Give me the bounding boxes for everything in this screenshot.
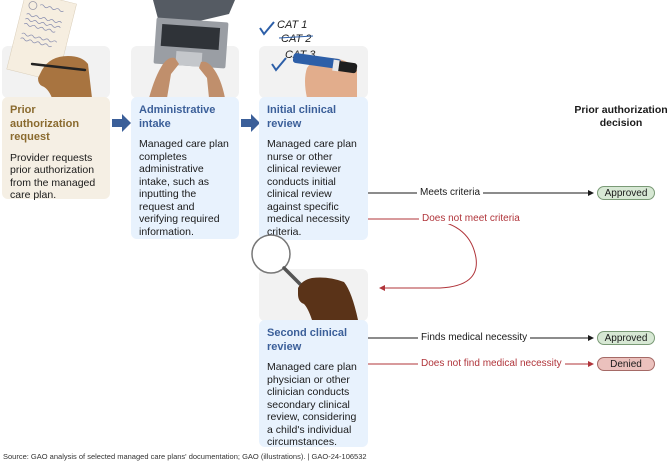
step-description: Managed care plan nurse or other clinica…	[267, 138, 357, 238]
step-description: Managed care plan physician or other cli…	[267, 361, 357, 448]
does-not-meet-criteria-label-start: Does not meet criteria	[419, 213, 523, 224]
step-title: Prior authorization request	[10, 104, 80, 143]
step-card-request: Prior authorization request Provider req…	[2, 97, 110, 202]
flow-arrow-icon	[241, 114, 260, 132]
outcome-approved-second: Approved	[597, 331, 655, 345]
meets-criteria-label: Meets criteria	[417, 187, 484, 198]
outcome-approved-initial: Approved	[597, 186, 655, 200]
hand-holding-magnifier-illustration	[251, 234, 358, 320]
does-not-meet-criteria-label: Does not meet criteria	[422, 213, 520, 224]
source-note: Source: GAO analysis of selected managed…	[3, 452, 367, 461]
does-not-find-necessity-label: Does not find medical necessity	[418, 358, 565, 369]
step-card-initial-review: Initial clinical review Managed care pla…	[259, 97, 368, 240]
hand-checking-list-illustration: CAT 1 CAT 2 CAT 3	[259, 19, 358, 98]
flow-arrow-icon	[112, 114, 131, 132]
hand-writing-document-illustration	[6, 0, 92, 98]
step-card-intake: Administrative intake Managed care plan …	[131, 97, 239, 239]
step-description: Provider requests prior authorization fr…	[10, 151, 96, 202]
step-title: Second clinical review	[267, 327, 348, 353]
finds-necessity-label: Finds medical necessity	[418, 332, 531, 343]
outcome-denied: Denied	[597, 357, 655, 371]
step-card-second-review: Second clinical review Managed care plan…	[259, 320, 368, 448]
step-description: Managed care plan completes administrati…	[139, 138, 229, 238]
checklist-item: CAT 1	[277, 19, 307, 31]
step-title: Administrative intake	[139, 104, 216, 130]
hands-typing-laptop-illustration	[149, 0, 235, 98]
checklist-item: CAT 2	[281, 33, 311, 45]
decision-header: Prior authorization decision	[574, 104, 668, 129]
step-title: Initial clinical review	[267, 104, 337, 130]
does-not-meet-criteria-line	[368, 218, 477, 291]
